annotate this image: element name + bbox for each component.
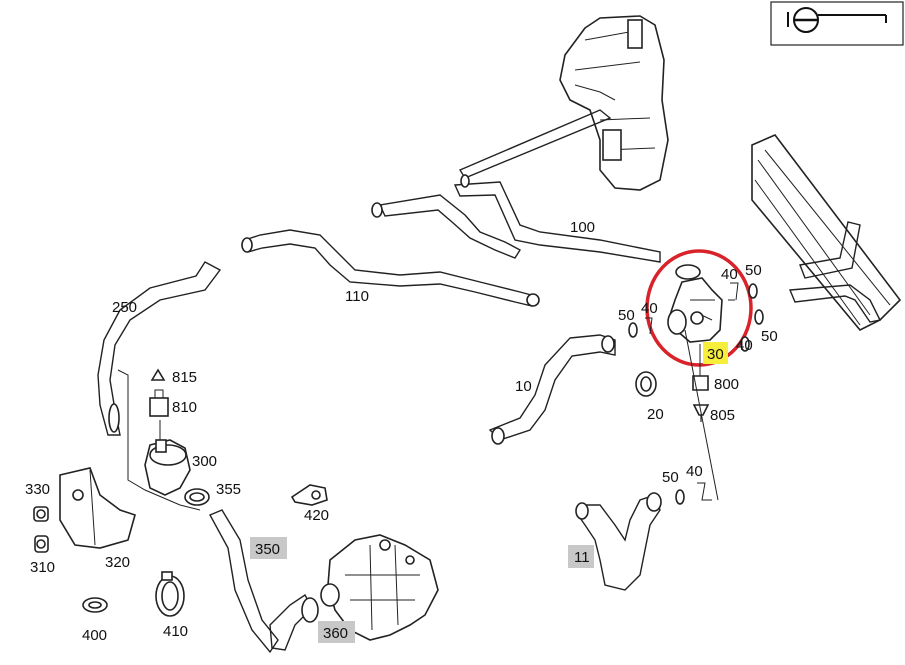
label-355: 355 xyxy=(216,481,241,498)
label-40c: 40 xyxy=(736,337,753,354)
bolt-330 xyxy=(33,506,49,522)
label-50a: 50 xyxy=(745,262,762,279)
heater-core xyxy=(751,134,902,331)
clamp-400 xyxy=(82,597,108,613)
label-400: 400 xyxy=(82,627,107,644)
engine-housing-360 xyxy=(301,534,439,641)
connectors-810-815 xyxy=(149,368,169,417)
label-11: 11 xyxy=(574,549,590,566)
hose-350 xyxy=(209,509,313,654)
label-30: 30 xyxy=(707,346,724,363)
mercedes-key-icon xyxy=(787,7,887,33)
label-805: 805 xyxy=(710,407,735,424)
label-110: 110 xyxy=(345,288,369,305)
label-360: 360 xyxy=(323,625,348,642)
label-410: 410 xyxy=(163,623,188,640)
label-11-bg xyxy=(568,545,594,568)
label-40b: 40 xyxy=(641,300,658,317)
clamp-355 xyxy=(184,488,210,506)
corner-badge xyxy=(770,1,904,46)
label-250: 250 xyxy=(112,299,137,316)
label-350: 350 xyxy=(255,541,280,558)
label-815: 815 xyxy=(172,369,197,386)
label-50b: 50 xyxy=(618,307,635,324)
bracket-320 xyxy=(59,467,136,549)
part-20-flange xyxy=(635,371,657,397)
label-100: 100 xyxy=(570,219,595,236)
fasteners-800-805 xyxy=(684,329,719,501)
label-810: 810 xyxy=(172,399,197,416)
label-50c: 50 xyxy=(761,328,778,345)
label-30-bg xyxy=(703,342,728,364)
label-310: 310 xyxy=(30,559,55,576)
expansion-tank xyxy=(559,15,669,191)
hose-250 xyxy=(97,261,222,436)
seals-valve-right xyxy=(628,282,764,352)
label-300: 300 xyxy=(192,453,217,470)
hose-100 xyxy=(371,109,661,263)
clamp-410 xyxy=(155,571,185,617)
label-800: 800 xyxy=(714,376,739,393)
clip-420 xyxy=(290,484,328,506)
highlight-circle xyxy=(645,249,753,367)
label-40a: 40 xyxy=(721,266,738,283)
label-50d: 50 xyxy=(662,469,679,486)
label-330: 330 xyxy=(25,481,50,498)
label-320: 320 xyxy=(105,554,130,571)
hose-110 xyxy=(241,229,540,307)
label-40d: 40 xyxy=(686,463,703,480)
hose-11 xyxy=(575,482,712,591)
label-420: 420 xyxy=(304,507,329,524)
label-360-bg xyxy=(318,621,355,643)
label-10: 10 xyxy=(515,378,532,395)
label-350-bg xyxy=(250,537,287,559)
aux-pump-300 xyxy=(117,369,201,511)
hose-10 xyxy=(488,334,616,445)
water-valve-30 xyxy=(667,264,723,343)
bolt-310 xyxy=(34,535,49,553)
label-20: 20 xyxy=(647,406,664,423)
